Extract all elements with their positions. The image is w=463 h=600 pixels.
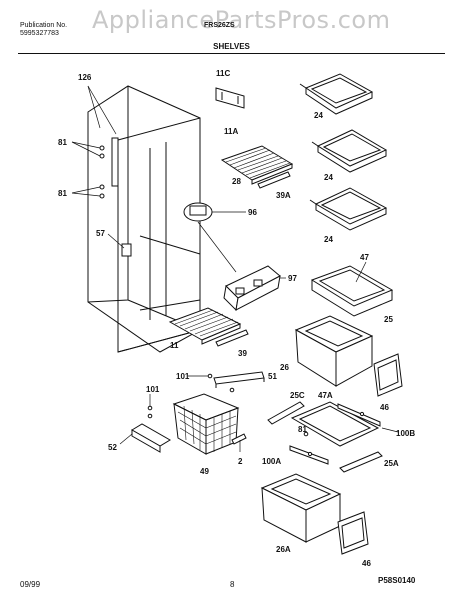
bracket-52 (119, 423, 171, 453)
glass-shelf-24-bottom (309, 187, 388, 231)
rail-25a (339, 451, 383, 473)
crisper-cover-47 (310, 261, 394, 317)
footer-date: 09/99 (20, 580, 41, 589)
wire-shelf-11 (168, 307, 249, 347)
footer-drawing-code: P58S0140 (378, 576, 416, 585)
section-title: SHELVES (213, 42, 250, 51)
crisper-drawer-26 (294, 315, 374, 387)
callout-126: 126 (78, 73, 92, 82)
callout-2: 2 (238, 457, 243, 466)
footer-page-number: 8 (230, 580, 235, 589)
callout-100a: 100A (262, 457, 281, 466)
callout-51: 51 (268, 372, 277, 381)
bracket-11c (215, 87, 245, 109)
rail-100a (289, 445, 329, 465)
callout-101: 101 (146, 385, 160, 394)
callout-24: 24 (324, 173, 333, 182)
callout-25c: 25C (290, 391, 305, 400)
callout-47: 47 (360, 253, 369, 262)
callout-25a: 25A (384, 459, 399, 468)
drawer-front-46-upper (373, 353, 403, 397)
callout-11: 11 (170, 341, 179, 350)
callout-101: 101 (176, 372, 190, 381)
callout-96: 96 (248, 208, 257, 217)
callout-97: 97 (288, 274, 297, 283)
rail-100b (337, 403, 399, 433)
rail-51 (213, 371, 265, 388)
callout-11a: 11A (224, 127, 238, 136)
stop-2 (231, 433, 247, 452)
callout-24: 24 (324, 235, 333, 244)
callout-46: 46 (362, 559, 371, 568)
callout-11c: 11C (216, 69, 230, 78)
callout-39: 39 (238, 349, 247, 358)
screws-101 (147, 373, 235, 419)
callout-81: 81 (58, 138, 67, 147)
wire-basket-49 (172, 393, 240, 455)
callout-57: 57 (96, 229, 105, 238)
publication-number: 5995327783 (20, 30, 59, 37)
glass-shelf-24-top (299, 73, 374, 115)
crisper-cover-47a (290, 401, 380, 447)
callout-81: 81 (298, 425, 307, 434)
watermark: AppliancePartsPros.com (92, 6, 391, 34)
callout-81: 81 (58, 189, 67, 198)
wire-shelf-11a (220, 145, 294, 189)
cabinet (87, 85, 201, 353)
header-rule (18, 53, 445, 54)
callout-47a: 47A (318, 391, 333, 400)
callout-46: 46 (380, 403, 389, 412)
glass-shelf-24-middle (311, 129, 388, 173)
model-number: FRS26ZS (204, 22, 235, 29)
rail-25c (267, 401, 305, 425)
screw-81-lower (303, 431, 309, 437)
cabinet-leaders (71, 85, 125, 249)
publication-label: Publication No. (20, 22, 68, 29)
callout-28: 28 (232, 177, 241, 186)
callout-39a: 39A (276, 191, 291, 200)
control-housing (183, 202, 286, 312)
callout-25: 25 (384, 315, 393, 324)
callout-26: 26 (280, 363, 289, 372)
callout-26a: 26A (276, 545, 291, 554)
crisper-drawer-26a (260, 473, 342, 543)
callout-52: 52 (108, 443, 117, 452)
callout-100b: 100B (396, 429, 415, 438)
drawer-front-46-lower (337, 511, 369, 555)
callout-49: 49 (200, 467, 209, 476)
callout-24: 24 (314, 111, 323, 120)
